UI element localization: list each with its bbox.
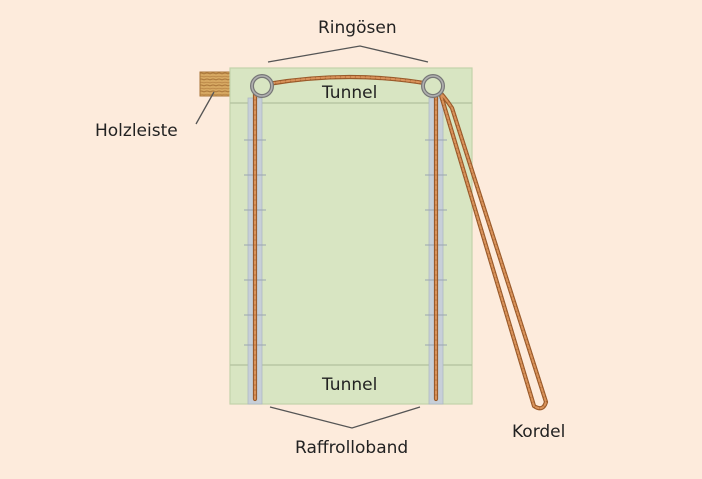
holzleiste-leader: [195, 91, 215, 125]
raffrolloband-leader: [269, 406, 421, 429]
tunnel-bottom-label: Tunnel: [322, 375, 378, 395]
ring-eyelet-icon: [250, 74, 274, 98]
wood-batten-icon: [199, 71, 235, 97]
holzleiste-label: Holzleiste: [95, 121, 178, 141]
raffrolloband-label: Raffrolloband: [295, 438, 409, 458]
ring-eyelet-icon: [421, 74, 445, 98]
tunnel-top-label: Tunnel: [322, 83, 378, 103]
ringoesen-leader: [267, 45, 429, 63]
kordel-label: Kordel: [512, 422, 566, 442]
ringoesen-label: Ringösen: [318, 18, 397, 38]
